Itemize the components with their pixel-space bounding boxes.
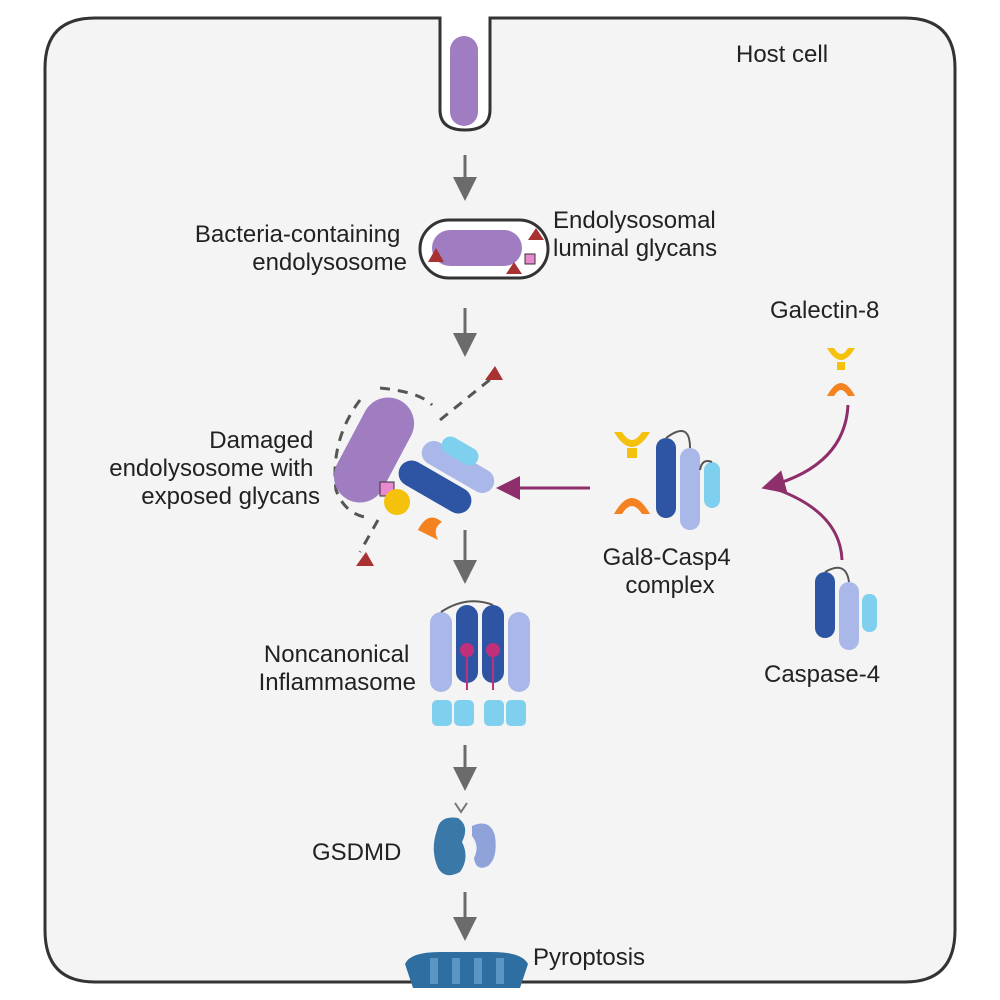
arrow-galectin8-merge: [761, 404, 850, 494]
bound-casp4-dark-domain: [398, 460, 472, 514]
luminal-glycans-label: Endolysosomal luminal glycans: [553, 207, 722, 262]
host-cell-membrane: [43, 16, 957, 984]
gsdmd-icon: [433, 802, 496, 876]
galectin8-icon: [827, 348, 855, 396]
glycan-triangle-icon: [506, 262, 522, 274]
bound-casp4-light-domain: [421, 441, 495, 493]
arrow-caspase4-merge: [769, 485, 844, 561]
gsdmd-pore-icon: [405, 952, 528, 988]
glycan-square-icon: [524, 253, 536, 265]
bound-casp4-card-domain: [441, 436, 479, 466]
damaged-endolysosome-label: Damaged endolysosome with exposed glycan…: [109, 427, 320, 510]
caspase4-label: Caspase-4: [764, 661, 880, 688]
damaged-endolysosome: [333, 366, 503, 566]
glycan-triangle-icon: [528, 228, 544, 240]
host-cell-label: Host cell: [736, 41, 828, 68]
caspase4-icon: [815, 566, 877, 650]
scissors-icon: [454, 802, 468, 814]
inflammasome-label: Noncanonical Inflammasome: [259, 641, 416, 696]
glycan-triangle-icon: [428, 248, 444, 262]
pyroptosis-label: Pyroptosis: [533, 944, 645, 971]
glycan-triangle-icon: [356, 552, 374, 566]
gal8-casp4-complex-icon: [614, 429, 720, 530]
galectin8-label: Galectin-8: [770, 297, 879, 324]
damaged-bacterium: [333, 397, 415, 503]
complex-label: Gal8-Casp4 complex: [603, 544, 738, 599]
bacteria-endolysosome-label: Bacteria-containing endolysosome: [195, 221, 407, 276]
glycan-triangle-icon: [485, 366, 503, 380]
gsdmd-label: GSDMD: [312, 839, 401, 866]
bound-galectin8-icon: [384, 489, 410, 515]
entering-bacterium: [450, 36, 478, 126]
bacteria-containing-endolysosome: [418, 218, 550, 280]
inflammasome-icon: [430, 600, 530, 726]
